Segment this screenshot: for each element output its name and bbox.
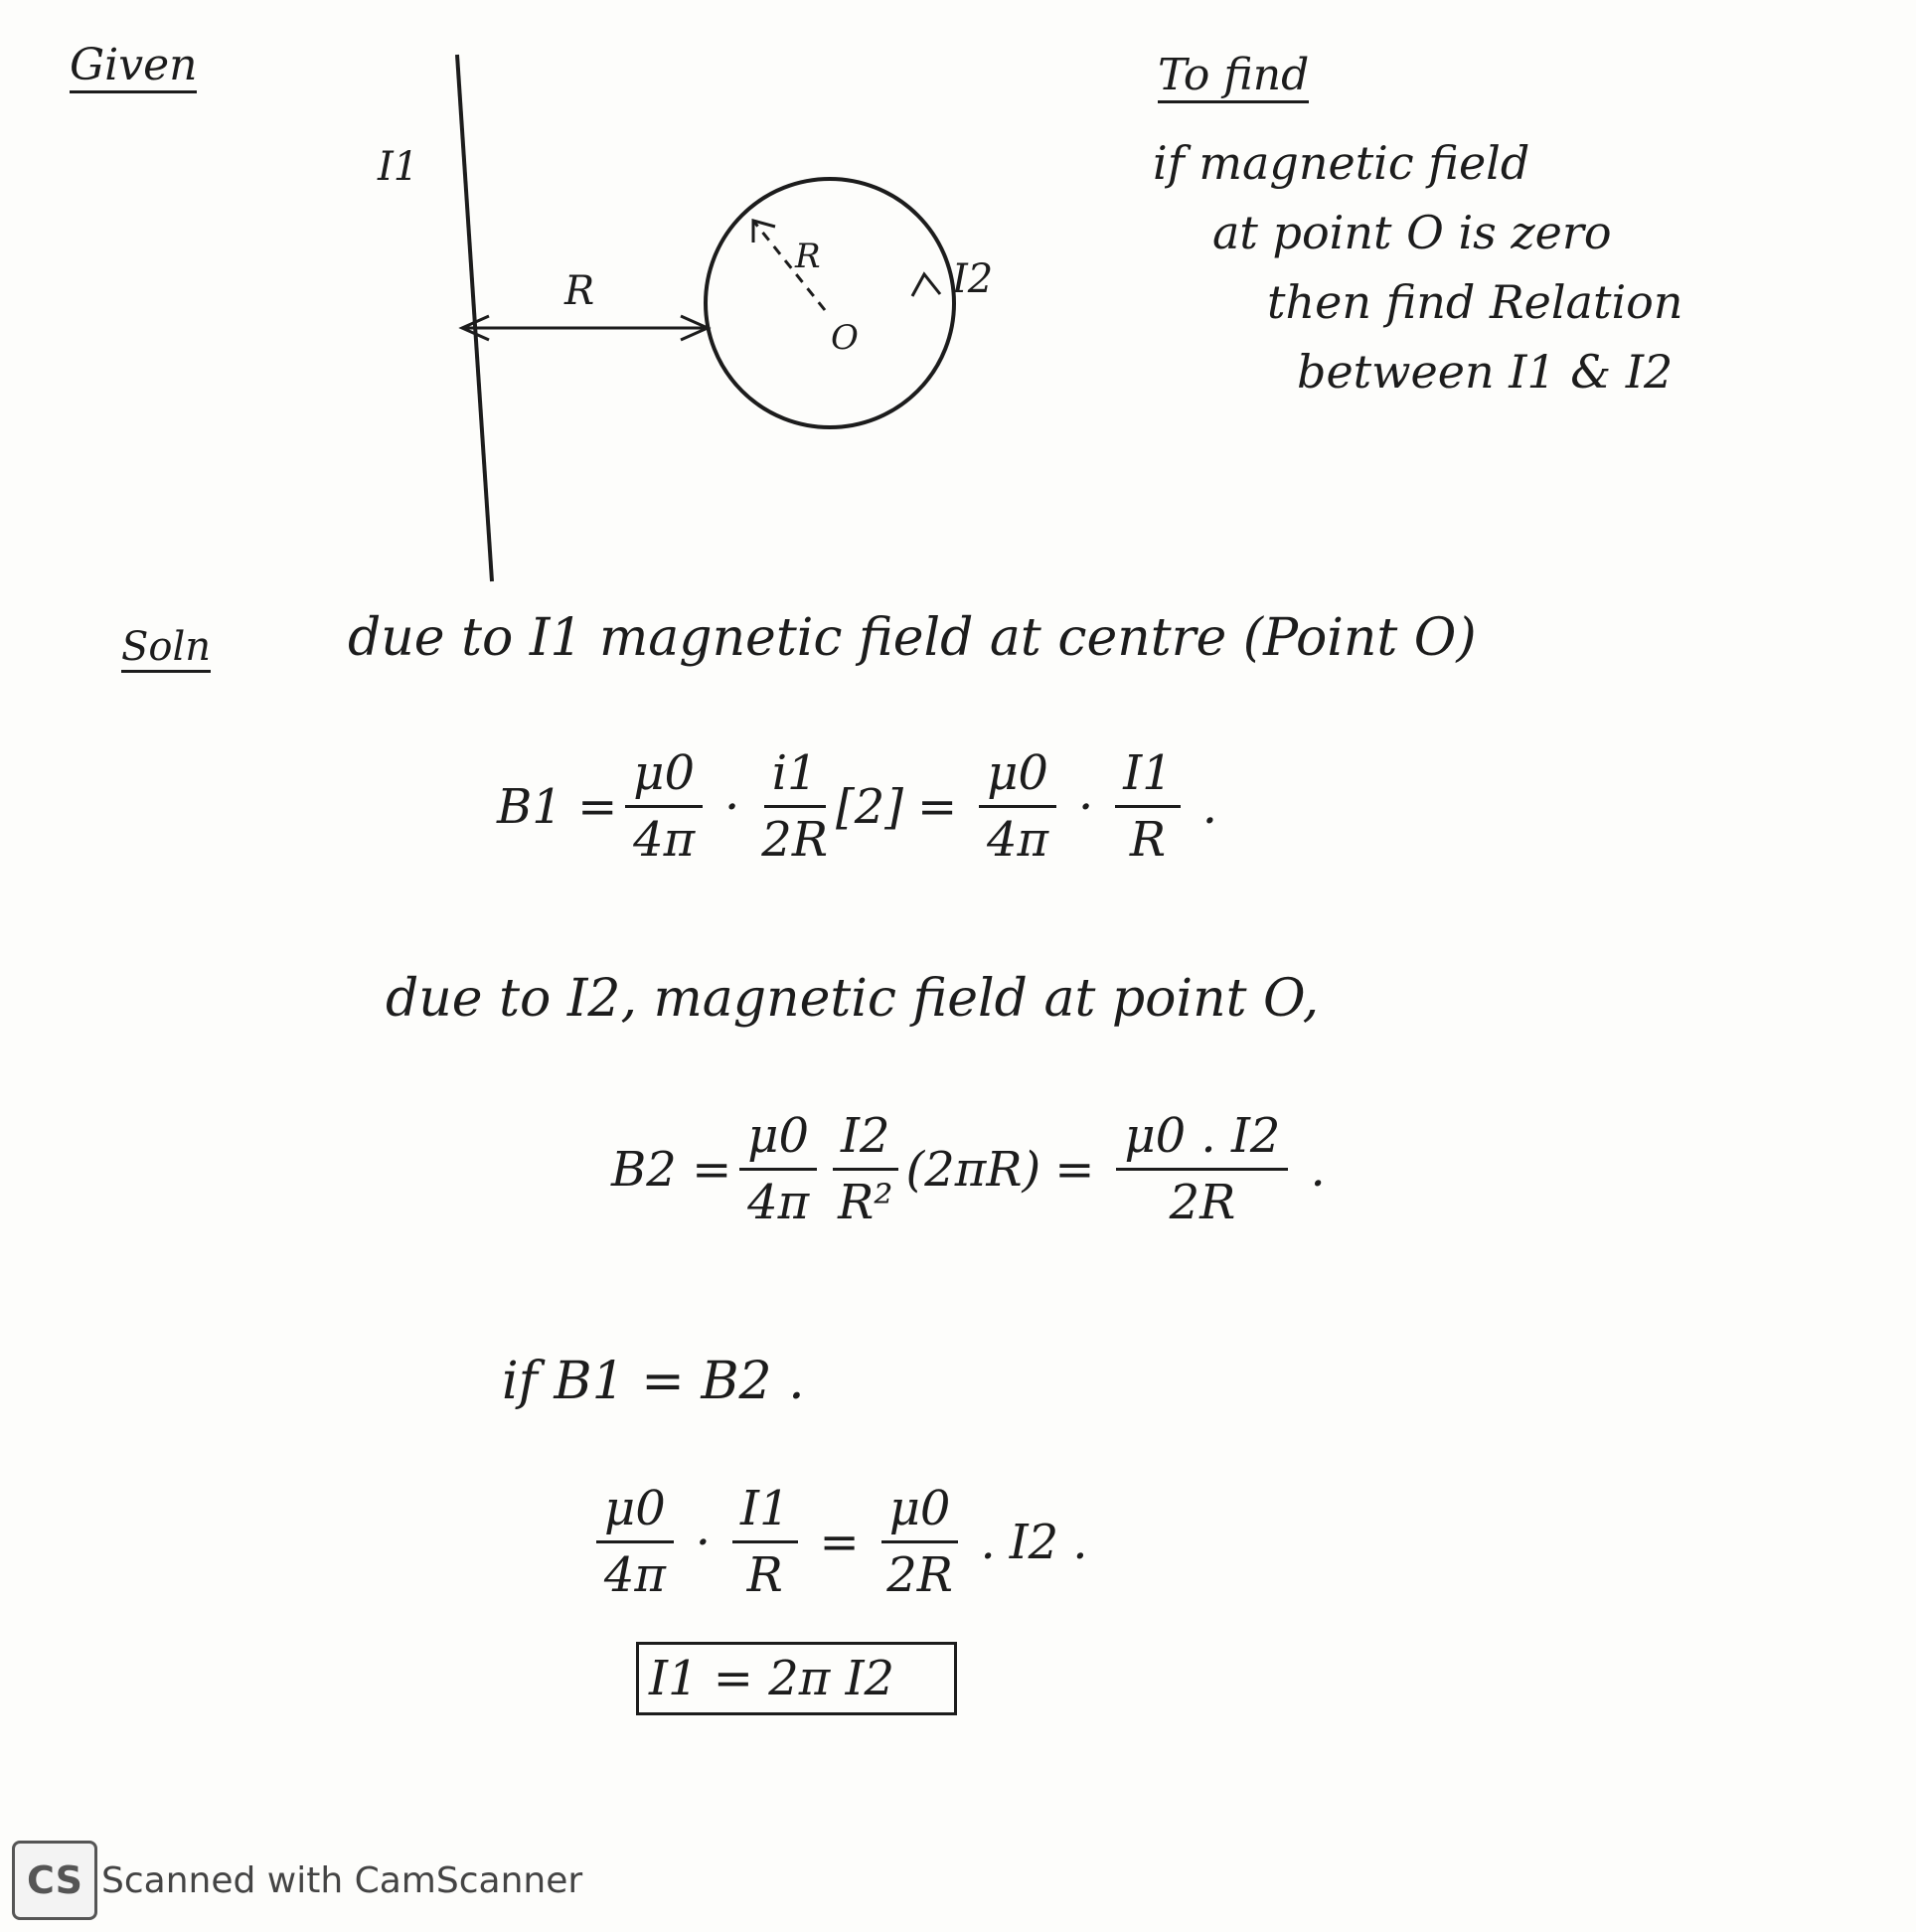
given-heading: Given bbox=[70, 40, 198, 93]
radius-arrowhead bbox=[751, 219, 776, 242]
eq3-right-current: I2 bbox=[1009, 1514, 1059, 1570]
condition-line: if B1 = B2 . bbox=[502, 1352, 805, 1411]
to-find-heading: To find bbox=[1158, 50, 1310, 103]
b1-lhs: B1 = bbox=[497, 778, 618, 835]
center-label: O bbox=[831, 318, 859, 358]
solution-line-2: due to I2, magnetic field at point O, bbox=[386, 969, 1320, 1029]
straight-wire bbox=[455, 54, 494, 582]
loop-current-label: I2 bbox=[952, 256, 994, 302]
answer-box: I1 = 2π I2 bbox=[636, 1642, 958, 1715]
current-loop bbox=[704, 177, 956, 429]
camscanner-watermark: CS Scanned with CamScanner bbox=[12, 1841, 582, 1920]
radius-line bbox=[751, 220, 827, 311]
b1-bracket: [2] bbox=[835, 778, 903, 835]
b2-lhs: B2 = bbox=[611, 1141, 732, 1198]
wire-current-label: I1 bbox=[378, 144, 419, 190]
b2-paren: (2πR) bbox=[905, 1141, 1041, 1198]
loop-current-arrow bbox=[910, 271, 942, 297]
to-find-line-4: between I1 & I2 bbox=[1297, 345, 1674, 399]
to-find-line-2: at point O is zero bbox=[1212, 206, 1612, 259]
camscanner-text: Scanned with CamScanner bbox=[101, 1859, 583, 1901]
answer-text: I1 = 2π I2 bbox=[649, 1651, 895, 1706]
radius-label: R bbox=[795, 237, 821, 276]
solution-label: Soln bbox=[121, 624, 212, 673]
distance-label: R bbox=[564, 268, 595, 314]
distance-arrowhead-left bbox=[458, 314, 490, 342]
solution-line-1: due to I1 magnetic field at centre (Poin… bbox=[348, 608, 1477, 668]
to-find-line-1: if magnetic field bbox=[1153, 136, 1530, 190]
to-find-line-3: then find Relation bbox=[1267, 275, 1683, 329]
camscanner-logo: CS bbox=[12, 1841, 97, 1920]
